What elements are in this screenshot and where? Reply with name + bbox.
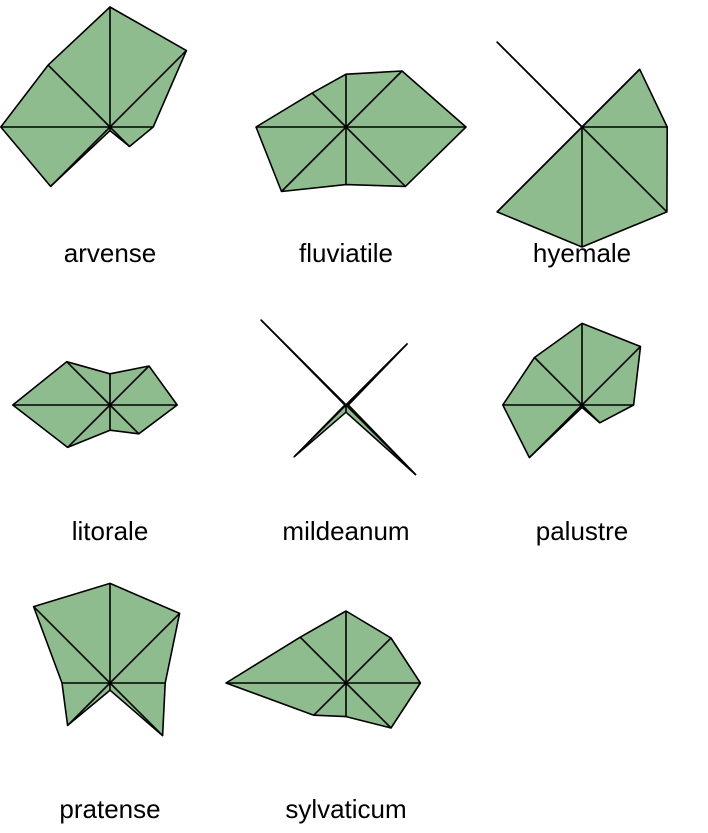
star-polygon	[226, 611, 420, 728]
star-ray-var6	[294, 405, 346, 457]
star-label: arvense	[64, 238, 157, 268]
star-ray-var8	[346, 405, 416, 475]
star-label: litorale	[72, 516, 149, 546]
star-label: sylvaticum	[285, 794, 406, 824]
star-ray-var4	[261, 320, 346, 405]
star-sylvaticum: sylvaticum	[226, 611, 420, 824]
star-polygon	[34, 583, 180, 735]
star-polygon	[503, 323, 641, 457]
star-label: hyemale	[533, 238, 631, 268]
star-fluviatile: fluviatile	[256, 71, 466, 268]
star-pratense: pratense	[34, 583, 180, 824]
star-label: palustre	[536, 516, 629, 546]
star-palustre: palustre	[503, 323, 641, 546]
star-mildeanum: mildeanum	[261, 320, 416, 546]
star-label: mildeanum	[282, 516, 409, 546]
star-polygon	[1, 7, 187, 186]
star-polygon	[256, 71, 466, 192]
star-ray-var2	[346, 344, 407, 405]
star-hyemale: hyemale	[497, 42, 667, 268]
star-label: pratense	[59, 794, 160, 824]
star-ray-var4	[497, 42, 582, 127]
star-label: fluviatile	[299, 238, 393, 268]
star-arvense: arvense	[1, 7, 187, 268]
star-litorale: litorale	[13, 362, 177, 546]
